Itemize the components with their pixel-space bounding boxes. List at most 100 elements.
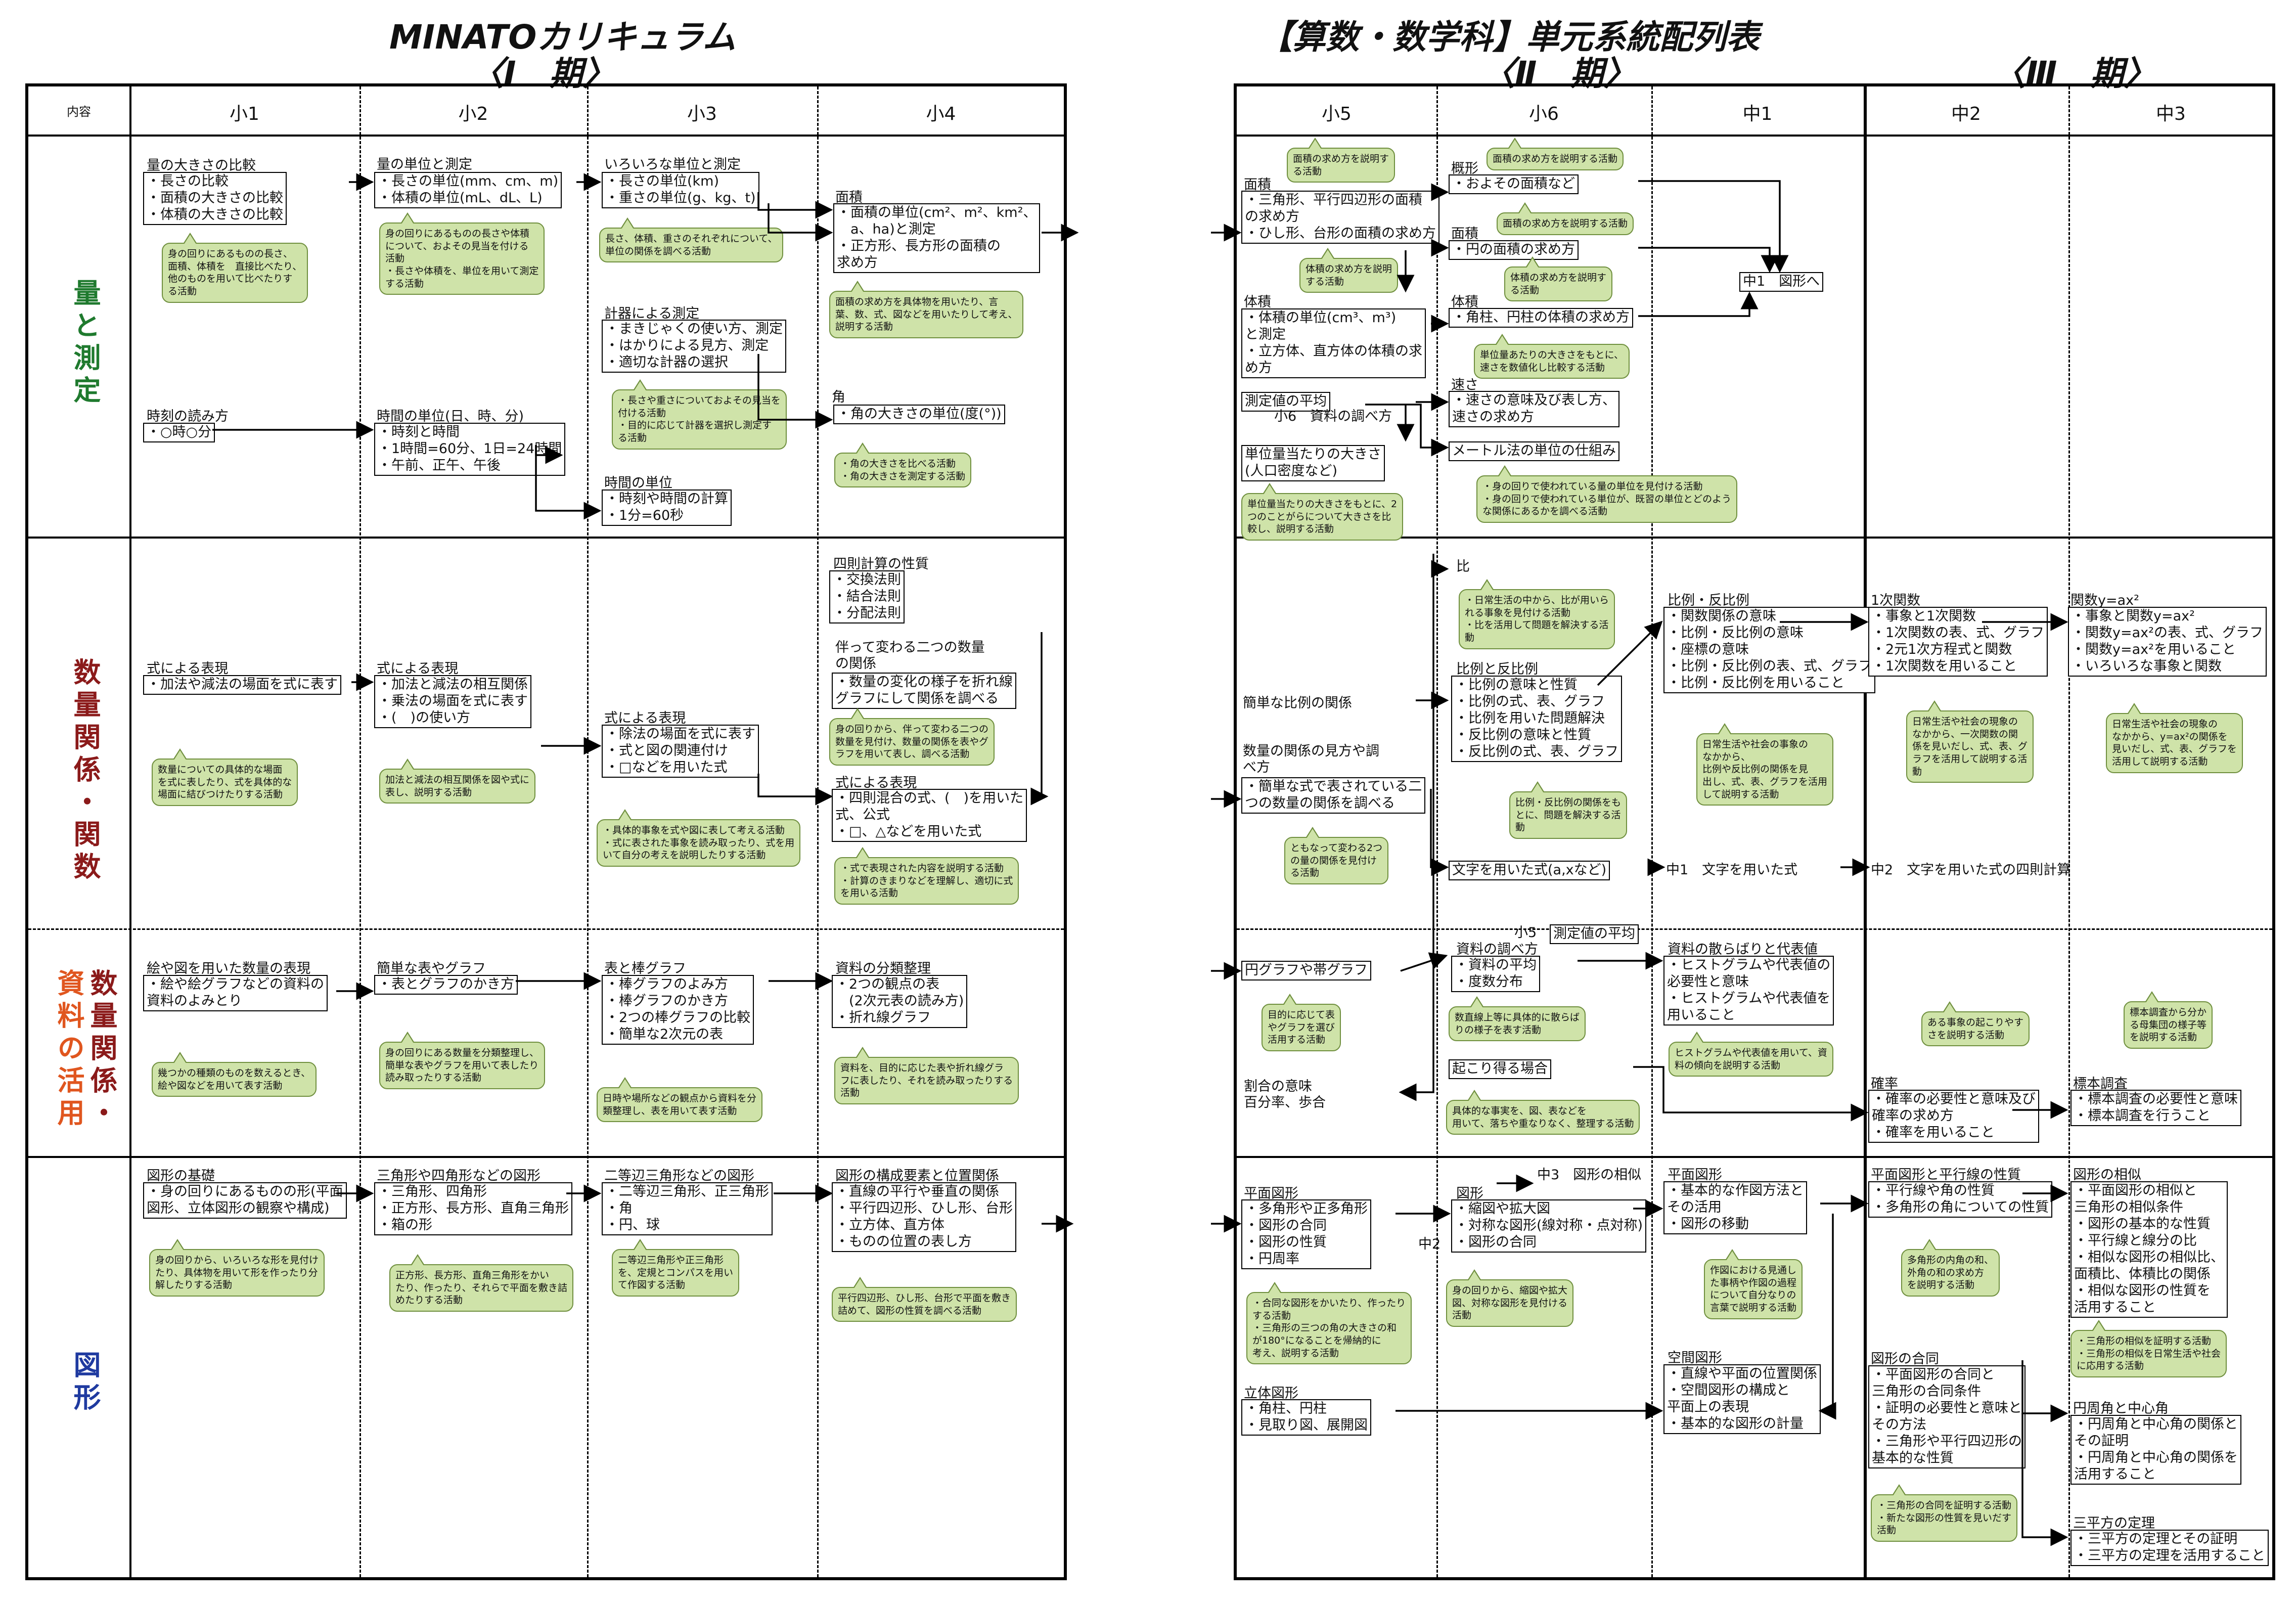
activity-note: 体積の求め方を説明 する活動	[1299, 247, 1399, 293]
unit-title: 概形	[1451, 161, 1478, 176]
content-box: ・表とグラフのかき方	[374, 975, 518, 995]
activity-note: 面積の求め方を具体物を用いたり、言 葉、数、式、図などを用いたりして考え、 説明…	[829, 280, 1024, 339]
activity-note: 身の回りから、伴って変わる二つの 数量を見付け、数量の関係を表やグ ラフを用いて…	[829, 707, 995, 766]
activity-note: 幾つかの種類のものを数えるとき、 絵や図などを用いて表す活動	[152, 1051, 317, 1097]
content-box: 測定値の平均	[1241, 392, 1330, 412]
content-box: ・角柱、円柱 ・見取り図、展開図	[1241, 1399, 1371, 1436]
unit-title: 時間の単位	[604, 475, 672, 491]
unit-title: 伴って変わる二つの数量 の関係	[835, 640, 985, 672]
content-box: ・関数関係の意味 ・比例・反比例の意味 ・座標の意味 ・比例・反比例の表、式、グ…	[1663, 607, 1875, 693]
col-header: 小5	[1322, 104, 1352, 124]
left-period-title: 〈Ⅰ 期〉	[470, 54, 616, 93]
activity-note: ともなって変わる2つ の量の関係を見付け る活動	[1284, 826, 1389, 885]
activity-note: ヒストグラムや代表値を用いて、資 料の傾向を説明する活動	[1669, 1031, 1833, 1077]
left-grid: 内容 小1 小2 小3 小4 量と測定 数量関係・関数 資料の活用 数量関係・ …	[25, 83, 1067, 1580]
content-box: ・直線や平面の位置関係 ・空間図形の構成と 平面上の表現 ・基本的な図形の計量	[1663, 1364, 1821, 1434]
content-box: ・直線の平行や垂直の関係 ・平行四辺形、ひし形、台形 ・立方体、直方体 ・ものの…	[832, 1182, 1016, 1252]
content-box: ・事象と1次関数 ・1次関数の表、式、グラフ ・2元1次方程式と関数 ・1次関数…	[1868, 607, 2048, 677]
activity-note: ・合同な図形をかいたり、作ったり する活動 ・三角形の三つの角の大きさの和 が1…	[1246, 1281, 1412, 1365]
content-box: ・まきじゃくの使い方、測定 ・はかりによる見方、測定 ・適切な計器の選択	[602, 320, 786, 373]
unit-title: 面積	[835, 190, 863, 205]
activity-note: 比例・反比例の関係をも とに、問題を解決する活 動	[1509, 781, 1628, 839]
content-box: ・簡単な式で表されている二 つの数量の関係を調べる	[1241, 777, 1426, 814]
activity-note: 資料を、目的に応じた表や折れ線グラ フに表したり、それを読み取ったりする 活動	[834, 1046, 1019, 1105]
unit-title: 四則計算の性質	[833, 556, 929, 572]
content-box: ・体積の単位(cm³、m³) と測定 ・立方体、直方体の体積の求 め方	[1241, 308, 1426, 378]
col-header: 中2	[1951, 104, 1981, 124]
unit-title: 面積	[1451, 226, 1478, 242]
content-box: 測定値の平均	[1550, 924, 1639, 944]
content-box: ・面積の単位(cm²、m²、km²、 a、ha)と測定 ・正方形、長方形の面積の…	[833, 203, 1041, 273]
content-box: ・平行線や角の性質 ・多角形の角についての性質	[1868, 1181, 2053, 1218]
activity-note: 日時や場所などの観点から資料を分 類整理し、表を用いて表す活動	[597, 1077, 763, 1123]
col-header: 中1	[1742, 104, 1773, 124]
activity-note: 身の回りにあるものの長さや体積 について、およその見当を付ける 活動 ・長さや体…	[379, 212, 545, 295]
unit-title: 確率	[1871, 1076, 1898, 1092]
content-box: ・二等辺三角形、正三角形 ・角 ・円、球	[602, 1182, 773, 1235]
left-sheet: MINATOカリキュラム 〈Ⅰ 期〉 内容 小1 小2 小3 小4 量と測定 数…	[15, 10, 1097, 1588]
content-box: ・平面図形の合同と 三角形の合同条件 ・証明の必要性と意味と その方法 ・三角形…	[1868, 1365, 2025, 1468]
content-box: ・身の回りにあるものの形(平面 図形、立体図形の観察や構成)	[143, 1182, 347, 1219]
activity-note: 体積の求め方を説明す る活動	[1504, 256, 1613, 302]
unit-title: 平面図形と平行線の性質	[1871, 1167, 2021, 1183]
activity-note: ・三角形の合同を証明する活動 ・新たな図形の性質を見いだす 活動	[1871, 1484, 2018, 1542]
activity-note: ・角の大きさを比べる活動 ・角の大きさを測定する活動	[834, 442, 972, 488]
content-box: ・標本調査の必要性と意味 ・標本調査を行うこと	[2070, 1090, 2241, 1126]
activity-note: 日常生活や社会の現象の なかから、一次関数の関 係を見いだし、式、表、グ ラフを…	[1906, 700, 2034, 783]
activity-note: 多角形の内角の和、 外角の和の求め方 を説明する活動	[1901, 1238, 2000, 1297]
header-label: 内容	[67, 105, 91, 119]
unit-title: 三平方の定理	[2073, 1515, 2155, 1531]
unit-title: 絵や図を用いた数量の表現	[147, 961, 310, 976]
unit-title: 体積	[1244, 294, 1271, 310]
content-box: ・絵や絵グラフなどの資料の 資料のよみとり	[143, 975, 328, 1011]
row-label: 数量関係・	[85, 969, 117, 1131]
unit-title: 量の単位と測定	[377, 157, 472, 172]
activity-note: 単位量あたりの大きさをもとに、 速さを数値化し比較する活動	[1474, 333, 1630, 379]
content-box: ・棒グラフのよみ方 ・棒グラフのかき方 ・2つの棒グラフの比較 ・簡単な2次元の…	[602, 975, 754, 1045]
col-header: 中3	[2156, 104, 2186, 124]
content-box: ・数量の変化の様子を折れ線 グラフにして関係を調べる	[832, 673, 1016, 709]
activity-note: 加法と減法の相互関係を図や式に 表し、説明する活動	[379, 758, 536, 804]
content-box: ・三角形、平行四辺形の面積 の求め方 ・ひし形、台形の面積の求め方	[1241, 191, 1439, 244]
row-label: 資料の活用	[53, 969, 84, 1131]
unit-title: 比例・反比例	[1668, 593, 1749, 608]
unit-title: 1次関数	[1871, 593, 1921, 608]
activity-note: ・具体的事象を式や図に表して考える活動 ・式に表された事象を読み取ったり、式を用…	[597, 809, 801, 867]
activity-note: 日常生活や社会の現象の なかから、y=ax²の関係を 見いだし、式、表、グラフを…	[2106, 703, 2243, 773]
unit-title: 時刻の読み方	[147, 409, 229, 424]
unit-title: 中3 図形の相似	[1537, 1167, 1642, 1183]
content-box: ・交換法則 ・結合法則 ・分配法則	[829, 570, 905, 623]
content-box: ・円の面積の求め方	[1449, 240, 1579, 260]
content-box: ・比例の意味と性質 ・比例の式、表、グラフ ・比例を用いた問題解決 ・反比例の意…	[1451, 676, 1622, 762]
unit-title: 資料の散らばりと代表値	[1668, 942, 1818, 957]
content-box: ・時刻と時間 ・1時間=60分、1日=24時間 ・午前、正午、午後	[374, 423, 566, 476]
activity-note: 二等辺三角形や正三角形 を、定規とコンパスを用い て作図する活動	[612, 1238, 740, 1297]
unit-title: 割合の意味 百分率、歩合	[1244, 1079, 1326, 1111]
unit-title: 三角形や四角形などの図形	[377, 1168, 541, 1184]
activity-note: 身の回りから、いろいろな形を見付け たり、具体物を用いて形を作ったり分 解したり…	[149, 1238, 325, 1297]
content-box: ・平面図形の相似と 三角形の相似条件 ・図形の基本的な性質 ・平行線と線分の比 …	[2070, 1181, 2228, 1318]
content-box: 起こり得る場合	[1449, 1059, 1551, 1079]
unit-title: いろいろな単位と測定	[604, 157, 741, 172]
activity-note: 標本調査から分か る母集団の様子等 を説明する活動	[2124, 991, 2213, 1049]
content-box: ・長さの単位(km) ・重さの単位(g、kg、t)	[602, 172, 759, 208]
unit-title: 角	[832, 389, 845, 405]
unit-title: 量の大きさの比較	[147, 158, 256, 173]
activity-note: 数量についての具体的な場面 を式に表したり、式を具体的な 場面に結びつけたりする…	[152, 748, 298, 807]
col-header: 小3	[687, 104, 717, 124]
content-box: ・加法と減法の相互関係 ・乗法の場面を式に表す ・( )の使い方	[374, 675, 531, 728]
unit-title: 資料の分類整理	[835, 961, 931, 976]
unit-title: 資料の調べ方	[1456, 942, 1538, 957]
unit-title: 立体図形	[1244, 1386, 1298, 1401]
right-sheet: 【算数・数学科】単元系統配列表 〈Ⅱ 期〉 〈Ⅲ 期〉 小5 小6 中1 中2 …	[1224, 10, 2285, 1588]
unit-title: 数量の関係の見方や調 べ方	[1243, 743, 1379, 776]
unit-title: 速さ	[1451, 377, 1478, 393]
unit-title: 表と棒グラフ	[604, 961, 686, 976]
unit-title: 図形の相似	[2073, 1167, 2141, 1183]
col-header: 小4	[926, 104, 956, 124]
content-box: ・縮図や拡大図 ・対称な図形(線対称・点対称) ・図形の合同	[1451, 1199, 1647, 1253]
unit-title: 計器による測定	[604, 306, 700, 322]
content-box: ・三角形、四角形 ・正方形、長方形、直角三角形 ・箱の形	[374, 1182, 572, 1235]
unit-title: 平面図形	[1244, 1186, 1298, 1201]
content-box: ・速さの意味及び表し方、 速さの求め方	[1449, 391, 1619, 427]
